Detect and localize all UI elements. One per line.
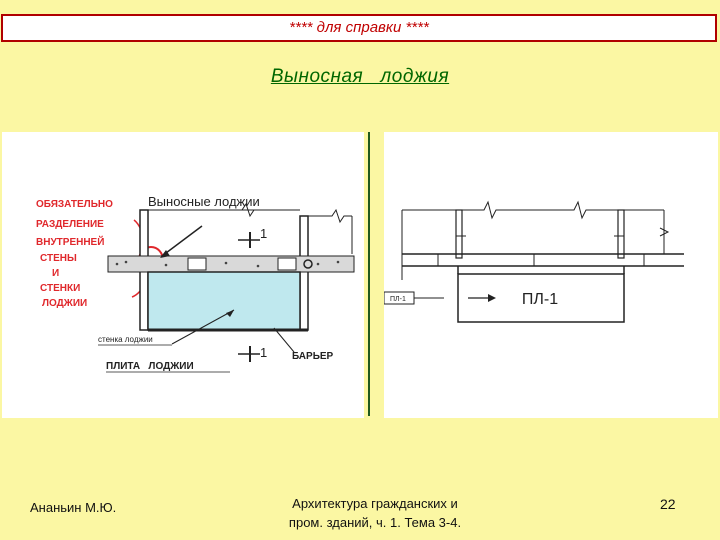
reference-banner: **** для справки ****: [1, 14, 717, 42]
footer-course: Архитектура гражданских и пром. зданий, …: [230, 494, 520, 532]
drawing-heading: Выносные лоджии: [148, 194, 260, 209]
plate-tag-label: ПЛ-1: [390, 296, 406, 303]
loggia-plan-drawing: ПЛ-1 ПЛ-1: [383, 200, 684, 323]
footer-author: Ананьин М.Ю.: [30, 500, 117, 515]
section-mark-top: 1: [260, 226, 267, 241]
slab-label: ПЛИТА ЛОДЖИИ: [106, 361, 194, 372]
red-note-line-5: И: [52, 268, 59, 279]
red-note-line-1: ОБЯЗАТЕЛЬНО: [36, 199, 113, 210]
red-annotation: ОБЯЗАТЕЛЬНО РАЗДЕЛЕНИЕ ВНУТРЕННЕЙ СТЕНЫ …: [36, 199, 113, 309]
red-note-line-7: ЛОДЖИИ: [42, 298, 87, 309]
red-note-line-4: СТЕНЫ: [40, 253, 77, 264]
loggia-interior: [147, 271, 301, 331]
wall-label: стенка лоджии: [98, 335, 153, 344]
footer-course-line-1: Архитектура гражданских и: [292, 496, 458, 511]
red-note-line-3: ВНУТРЕННЕЙ: [36, 235, 104, 248]
loggia-section-drawing: ОБЯЗАТЕЛЬНО РАЗДЕЛЕНИЕ ВНУТРЕННЕЙ СТЕНЫ …: [36, 194, 355, 373]
page-number: 22: [660, 496, 676, 512]
right-drawing-panel: ПЛ-1 ПЛ-1: [383, 132, 718, 418]
panel-divider: [368, 132, 370, 416]
banner-text: **** для справки ****: [289, 19, 429, 36]
slide-title-text: Выносная лоджия: [270, 66, 450, 87]
left-drawing-panel: ОБЯЗАТЕЛЬНО РАЗДЕЛЕНИЕ ВНУТРЕННЕЙ СТЕНЫ …: [2, 132, 364, 418]
right-wall: [299, 215, 309, 331]
red-note-line-2: РАЗДЕЛЕНИЕ: [36, 219, 104, 230]
footer-course-line-2: пром. зданий, ч. 1. Тема 3-4.: [288, 515, 462, 530]
slide-title: Выносная лоджия: [0, 66, 720, 88]
plate-label: ПЛ-1: [522, 291, 558, 308]
section-mark-bottom: 1: [260, 345, 267, 360]
red-note-line-6: СТЕНКИ: [40, 283, 80, 294]
drawing-figure: ОБЯЗАТЕЛЬНО РАЗДЕЛЕНИЕ ВНУТРЕННЕЙ СТЕНЫ …: [2, 132, 718, 418]
barrier-label: БАРЬЕР: [292, 351, 334, 362]
